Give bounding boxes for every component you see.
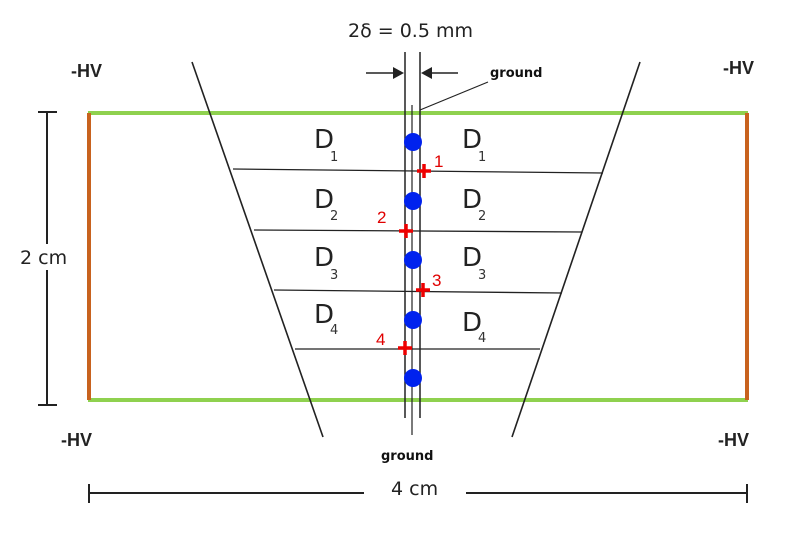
width-label: 4 cm <box>391 478 438 500</box>
region-label-left: D <box>314 125 334 155</box>
trapezoid-left-side <box>191 61 324 438</box>
region-label-right: D <box>462 185 482 215</box>
cross-marker-3 <box>416 283 430 297</box>
height-label: 2 cm <box>20 247 67 269</box>
region-label-left: D <box>314 243 334 273</box>
marker-number-4: 4 <box>376 330 385 349</box>
ground-label-bottom: ground <box>381 449 433 464</box>
region-sub-right: 4 <box>478 331 486 346</box>
hv-label-bottom-left: -HV <box>61 430 92 450</box>
delta-arrowhead-right <box>421 67 432 79</box>
cross-marker-1 <box>417 164 431 178</box>
cross-marker-2 <box>399 224 413 238</box>
region-label-left: D <box>314 300 334 330</box>
region-label-right: D <box>462 243 482 273</box>
region-sub-left: 3 <box>330 268 338 283</box>
marker-number-3: 3 <box>432 271 441 290</box>
height-label-bg <box>14 244 76 270</box>
marker-number-1: 1 <box>434 152 443 171</box>
wire-dot <box>404 133 422 151</box>
region-sub-left: 4 <box>330 323 338 338</box>
wire-dot <box>404 369 422 387</box>
region-sub-left: 2 <box>330 209 338 224</box>
region-sub-right: 2 <box>478 209 486 224</box>
hv-label-top-left: -HV <box>71 61 102 81</box>
region-label-left: D <box>314 185 334 215</box>
region-sub-left: 1 <box>330 150 338 165</box>
hv-label-bottom-right: -HV <box>718 430 749 450</box>
region-sub-right: 1 <box>478 150 486 165</box>
ground-leader-line <box>419 81 489 111</box>
marker-number-2: 2 <box>377 208 386 227</box>
region-sub-right: 3 <box>478 268 486 283</box>
hv-label-top-right: -HV <box>723 58 754 78</box>
wire-dot <box>404 192 422 210</box>
region-label-right: D <box>462 308 482 338</box>
division-line-2 <box>253 229 583 233</box>
delta-label: 2δ = 0.5 mm <box>348 20 473 42</box>
region-label-right: D <box>462 125 482 155</box>
delta-arrowhead-left <box>393 67 404 79</box>
cross-marker-4 <box>398 341 412 355</box>
trapezoid-right-side <box>511 61 641 438</box>
wire-dot <box>404 251 422 269</box>
wire-dot <box>404 311 422 329</box>
ground-label-top: ground <box>490 66 542 81</box>
